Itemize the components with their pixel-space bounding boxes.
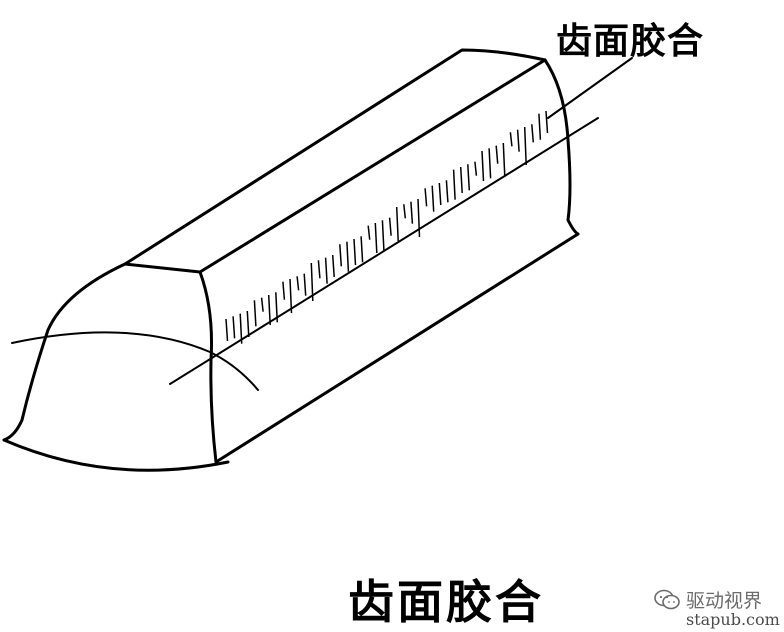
scuff-mark	[239, 313, 243, 344]
scuff-mark	[424, 188, 428, 207]
scuff-mark	[516, 129, 520, 152]
leader-line	[547, 57, 633, 119]
scuff-mark	[289, 278, 293, 314]
scuff-mark	[296, 276, 300, 291]
scuff-mark	[303, 273, 307, 296]
scuff-mark	[545, 110, 549, 134]
scuff-mark	[488, 148, 492, 179]
scuff-mark	[360, 236, 364, 263]
scuff-mark	[388, 217, 392, 236]
scuff-mark	[438, 182, 442, 206]
wechat-icon	[654, 589, 680, 609]
scuff-mark	[246, 310, 250, 338]
scuff-mark	[523, 126, 527, 166]
scuff-mark	[502, 142, 506, 178]
tooth-far-end	[543, 58, 580, 236]
tooth-top-land-back	[123, 48, 547, 266]
scuff-mark	[331, 254, 335, 278]
scuff-mark	[367, 225, 371, 240]
scuff-mark	[339, 244, 343, 267]
tooth-top-land-front	[198, 58, 547, 274]
scuff-mark	[267, 294, 271, 326]
scuff-mark	[459, 166, 463, 194]
scuff-mark	[317, 260, 321, 279]
tooth-root-curve	[2, 438, 230, 472]
scuff-mark	[353, 238, 357, 266]
scuff-mark	[310, 262, 314, 302]
scuff-mark	[538, 113, 542, 140]
scuff-mark	[481, 150, 485, 182]
diagram-caption: 齿面胶合	[348, 575, 544, 629]
watermark: 驱动视界	[654, 586, 762, 613]
scuff-mark	[509, 132, 513, 147]
watermark-account: 驱动视界	[686, 590, 763, 612]
scuff-mark	[253, 300, 257, 327]
scuff-mark	[275, 292, 279, 323]
tooth-end-face	[2, 262, 127, 442]
scuff-mark	[374, 222, 378, 254]
scuff-mark	[324, 257, 328, 284]
scuff-mark	[381, 220, 385, 251]
scuff-mark	[346, 241, 350, 272]
scuff-mark	[417, 198, 421, 238]
scuff-mark	[232, 316, 236, 339]
scuff-mark	[531, 124, 535, 143]
scuff-mark	[395, 206, 399, 242]
scuff-mark	[403, 204, 407, 219]
tooth-end-face-edge	[123, 262, 218, 464]
scuff-mark	[282, 281, 286, 300]
scuffing-marks	[225, 110, 549, 344]
scuff-mark	[225, 318, 229, 342]
scuff-mark	[410, 201, 414, 224]
tooth-flank-root	[214, 232, 580, 464]
scuff-mark	[260, 297, 264, 312]
scuff-mark	[431, 185, 435, 212]
callout-label: 齿面胶合	[556, 20, 705, 62]
watermark-site: stapub.com	[686, 610, 780, 629]
scuff-mark	[467, 164, 471, 191]
pitch-circle-arc	[11, 331, 259, 391]
scuff-mark	[474, 161, 478, 176]
scuff-mark	[495, 145, 499, 164]
scuff-mark	[445, 180, 449, 203]
scuff-mark	[452, 169, 456, 200]
